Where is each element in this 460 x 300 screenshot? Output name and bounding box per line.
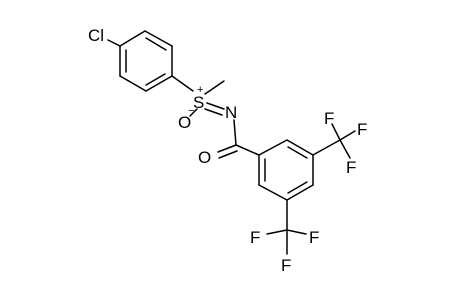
c-cl-bond (107, 39, 121, 47)
atom-f: F (250, 228, 260, 247)
atom-o-sulfoximine: O (178, 113, 191, 132)
atom-o-carbonyl: O (198, 148, 211, 167)
s-n-double-bond (206, 102, 225, 110)
atom-f: F (309, 228, 319, 247)
c-f-bond (339, 130, 356, 141)
bond (144, 30, 173, 47)
bond (258, 184, 288, 201)
atom-s: S (193, 93, 204, 112)
n-c-bond (233, 119, 237, 146)
c-aryl-bond (235, 144, 260, 156)
atom-f: F (346, 158, 356, 177)
bond (286, 184, 314, 201)
atom-cl: Cl (88, 26, 104, 45)
chlorophenyl-ring (119, 30, 173, 92)
double-bond-inner (145, 73, 166, 86)
c-cf3-bond (312, 139, 341, 156)
c-o-double-bond (218, 150, 238, 159)
double-bond-inner (287, 181, 308, 194)
c-o-double-bond (217, 144, 237, 153)
atom-f: F (357, 120, 367, 139)
double-bond-inner (287, 146, 308, 159)
bis-cf3-phenyl-ring (258, 139, 314, 201)
s-o-bond (189, 108, 198, 117)
atom-f: F (324, 109, 334, 128)
s-n-double-bond (204, 108, 223, 116)
s-methyl-bond (204, 80, 225, 95)
c-f-bond (266, 229, 288, 235)
bond (145, 75, 173, 92)
bond (258, 139, 288, 156)
c-f-bond (286, 229, 307, 235)
c-s-bond (171, 75, 194, 92)
c-f-bond (331, 123, 341, 141)
bond (119, 30, 146, 47)
atom-n: N (225, 103, 237, 122)
bond (119, 75, 147, 92)
charge-minus: − (188, 105, 194, 117)
double-bond-inner (145, 37, 167, 51)
charge-plus: + (197, 84, 203, 96)
bond (286, 139, 314, 156)
atom-f: F (281, 256, 291, 275)
c-f-bond (339, 139, 351, 159)
